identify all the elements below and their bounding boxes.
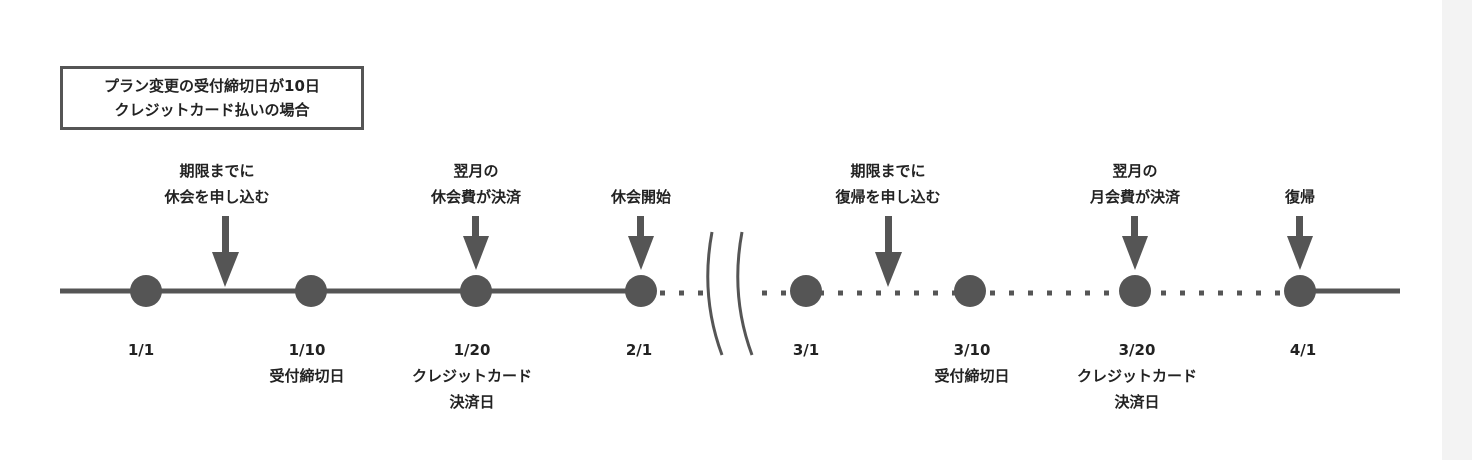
node-3-10 bbox=[954, 275, 986, 307]
date-note: 受付締切日 bbox=[934, 367, 1010, 385]
event-label-line: 休会開始 bbox=[610, 188, 671, 206]
date-text: 1/1 bbox=[127, 341, 155, 359]
timeline-diagram bbox=[60, 216, 1400, 356]
node-3-20 bbox=[1119, 275, 1151, 307]
node-4-1 bbox=[1284, 275, 1316, 307]
node-3-1 bbox=[790, 275, 822, 307]
date-text: 3/10 bbox=[953, 341, 991, 359]
node-2-1 bbox=[625, 275, 657, 307]
date-label-3-20: 3/20 クレジットカード 決済日 bbox=[1027, 337, 1247, 415]
event-label-line: 翌月の bbox=[1112, 162, 1158, 180]
event-label-line: 翌月の bbox=[453, 162, 499, 180]
date-label-1-20: 1/20 クレジットカード 決済日 bbox=[362, 337, 582, 415]
event-label-line: 休会を申し込む bbox=[164, 188, 270, 206]
arrow-icon-e5 bbox=[1122, 216, 1148, 270]
date-text: 4/1 bbox=[1289, 341, 1317, 359]
break-mark-right bbox=[736, 231, 754, 356]
event-label-line: 復帰を申し込む bbox=[835, 188, 941, 206]
date-text: 1/20 bbox=[453, 341, 491, 359]
date-label-3-1: 3/1 bbox=[696, 337, 916, 363]
date-label-1-1: 1/1 bbox=[31, 337, 251, 363]
event-label-line: 月会費が決済 bbox=[1089, 188, 1180, 206]
date-label-4-1: 4/1 bbox=[1193, 337, 1413, 363]
event-label-line: 復帰 bbox=[1284, 188, 1315, 206]
event-label-apply-leave: 期限までに 休会を申し込む bbox=[107, 158, 327, 210]
event-label-return: 復帰 bbox=[1190, 184, 1410, 210]
date-text: 3/20 bbox=[1118, 341, 1156, 359]
event-label-leave-start: 休会開始 bbox=[531, 184, 751, 210]
event-label-line: 期限までに bbox=[179, 162, 255, 180]
title-line-1: プラン変更の受付締切日が10日 bbox=[104, 77, 320, 95]
event-label-monthly-fee: 翌月の 月会費が決済 bbox=[1025, 158, 1245, 210]
event-label-line: 期限までに bbox=[850, 162, 926, 180]
event-label-apply-return: 期限までに 復帰を申し込む bbox=[778, 158, 998, 210]
date-note: クレジットカード bbox=[1076, 367, 1197, 385]
title-box: プラン変更の受付締切日が10日 クレジットカード払いの場合 bbox=[60, 66, 364, 130]
arrow-icon-e4 bbox=[875, 216, 902, 287]
arrow-icon-e2 bbox=[463, 216, 489, 270]
date-note: 受付締切日 bbox=[269, 367, 345, 385]
date-note: クレジットカード bbox=[411, 367, 532, 385]
node-1-10 bbox=[295, 275, 327, 307]
node-1-20 bbox=[460, 275, 492, 307]
date-text: 2/1 bbox=[625, 341, 653, 359]
date-note: 決済日 bbox=[449, 393, 495, 411]
date-label-1-10: 1/10 受付締切日 bbox=[197, 337, 417, 389]
break-mark-left bbox=[706, 231, 724, 356]
date-label-3-10: 3/10 受付締切日 bbox=[862, 337, 1082, 389]
event-label-leave-fee: 翌月の 休会費が決済 bbox=[366, 158, 586, 210]
date-text: 1/10 bbox=[288, 341, 326, 359]
event-label-line: 休会費が決済 bbox=[430, 188, 521, 206]
title-line-2: クレジットカード払いの場合 bbox=[114, 101, 310, 119]
timeline-canvas bbox=[0, 0, 1442, 460]
date-note: 決済日 bbox=[1114, 393, 1160, 411]
date-label-2-1: 2/1 bbox=[529, 337, 749, 363]
arrow-icon-e6 bbox=[1287, 216, 1313, 270]
arrow-icon-e3 bbox=[628, 216, 654, 270]
date-text: 3/1 bbox=[792, 341, 820, 359]
margin-strip bbox=[1442, 0, 1472, 460]
node-1-1 bbox=[130, 275, 162, 307]
arrow-icon-e1 bbox=[212, 216, 239, 287]
